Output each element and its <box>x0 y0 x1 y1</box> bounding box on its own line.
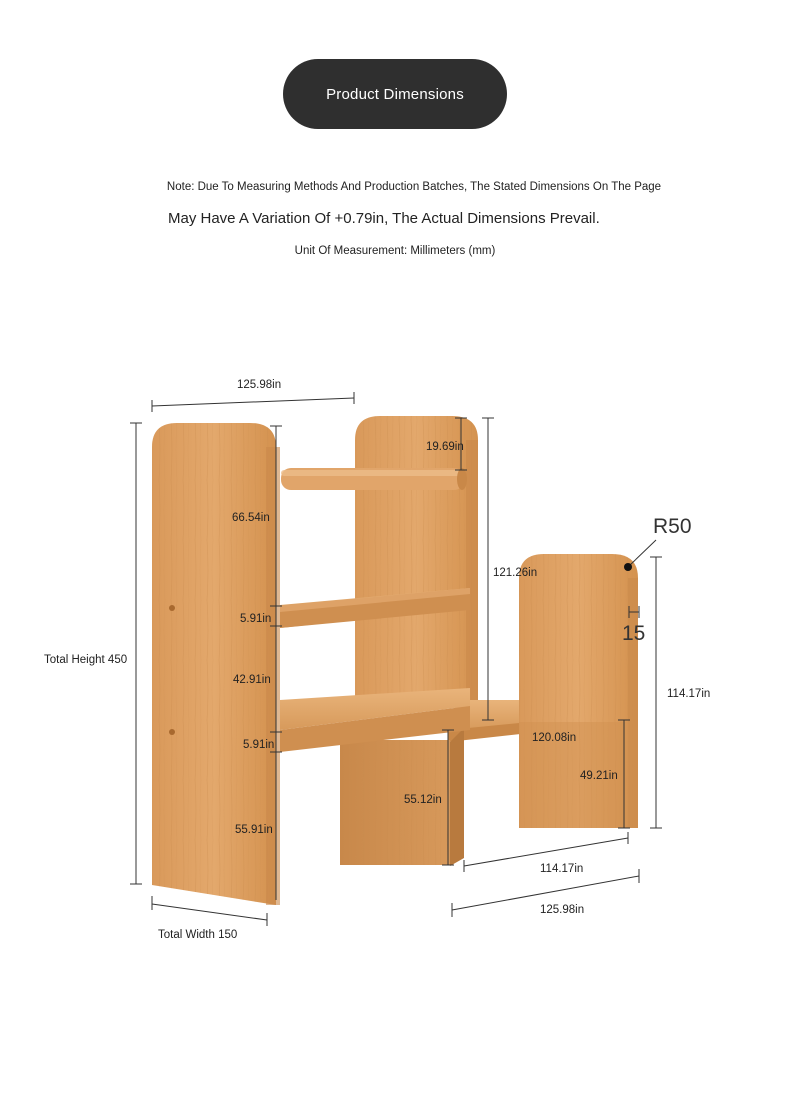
middle-leg-block <box>340 728 464 866</box>
label-tower-height: 121.26in <box>493 567 537 579</box>
label-right-leg-height: 49.21in <box>580 770 618 782</box>
label-bottom-width: 125.98in <box>540 904 584 916</box>
header-title: Product Dimensions <box>326 85 464 103</box>
dowel-rod <box>281 468 467 490</box>
right-side-panel <box>519 554 638 828</box>
label-base-gap: 55.91in <box>235 824 273 836</box>
label-divider-gap: 19.69in <box>426 441 464 453</box>
label-middle-gap: 42.91in <box>233 674 271 686</box>
note-line-2: May Have A Variation Of +0.79in, The Act… <box>168 210 600 227</box>
unit-note: Unit Of Measurement: Millimeters (mm) <box>294 245 496 257</box>
label-total-height: Total Height 450 <box>44 654 127 666</box>
label-total-width: Total Width 150 <box>158 929 237 941</box>
label-upper-gap: 66.54in <box>232 512 270 524</box>
lower-shelf <box>280 688 470 752</box>
left-tall-panel <box>152 423 280 905</box>
label-right-height: 114.17in <box>667 688 710 700</box>
note-line-1: Note: Due To Measuring Methods And Produ… <box>166 181 662 193</box>
label-middle-leg-height: 55.12in <box>404 794 442 806</box>
product-dimensions-header: Product Dimensions <box>283 59 507 129</box>
label-corner-radius: R50 <box>653 515 692 538</box>
label-shelf-thickness-upper: 5.91in <box>240 613 271 625</box>
label-shelf-thickness-lower: 5.91in <box>243 739 274 751</box>
upper-shelf <box>280 588 470 628</box>
middle-tower-panel <box>355 416 478 705</box>
label-lower-shelf-width: 120.08in <box>532 732 576 744</box>
label-panel-thickness: 15 <box>622 622 645 645</box>
label-bottom-depth: 114.17in <box>540 863 583 875</box>
label-top-width: 125.98in <box>237 379 281 391</box>
dimension-lines <box>130 392 662 926</box>
